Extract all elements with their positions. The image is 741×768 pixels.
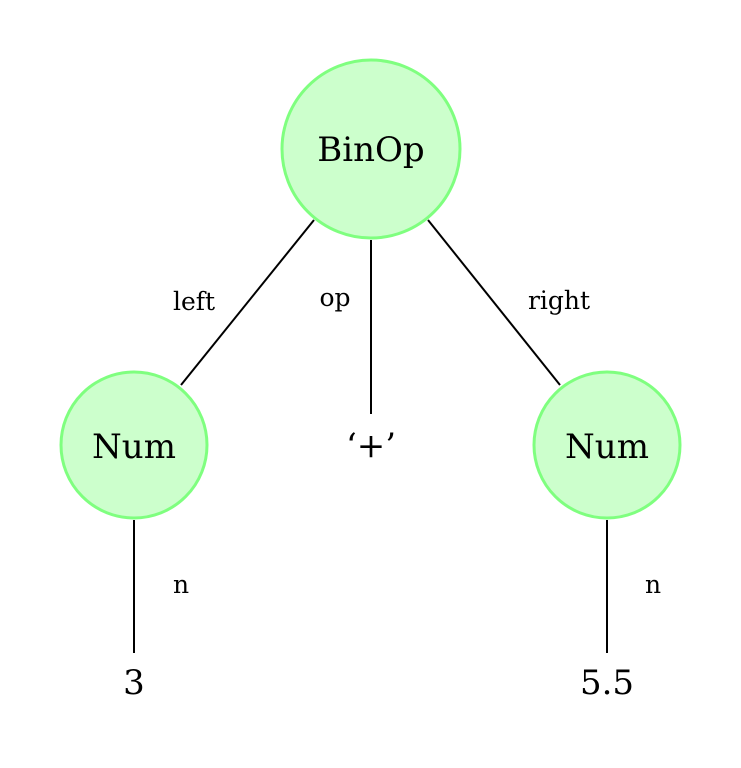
edge-op-label: op — [319, 283, 350, 312]
edge-right — [427, 219, 561, 386]
edge-left — [180, 219, 315, 386]
node-num-left-label: Num — [92, 427, 176, 467]
node-num-right-circle — [532, 370, 682, 520]
node-binop-label: BinOp — [317, 130, 424, 170]
edge-right-n-label: n — [645, 570, 661, 599]
edge-left-label: left — [173, 287, 215, 316]
leaf-left-value: 3 — [123, 663, 145, 703]
leaf-op-value: ‘+’ — [346, 426, 396, 466]
leaf-right-value: 5.5 — [580, 663, 634, 703]
node-num-right-label: Num — [565, 427, 649, 467]
node-binop-circle — [280, 58, 462, 240]
edge-right-label: right — [528, 286, 590, 315]
node-num-left-circle — [59, 370, 209, 520]
edge-left-n-label: n — [173, 570, 189, 599]
